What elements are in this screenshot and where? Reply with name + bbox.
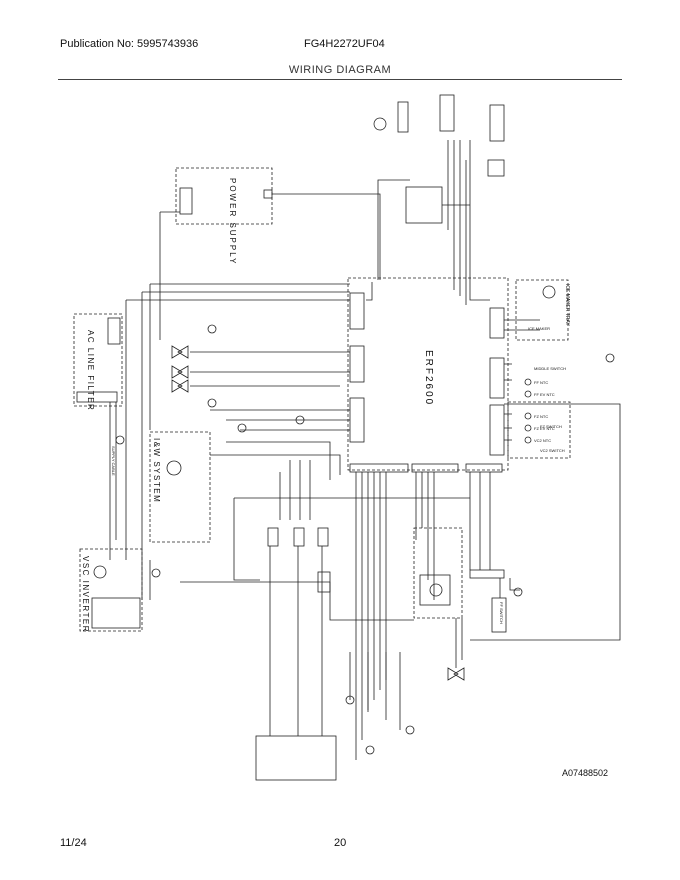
middle-switch-label: MIDDLE SWITCH	[534, 366, 566, 371]
ff-ntc-label: FF NTC	[534, 380, 548, 385]
iw-motor	[166, 460, 182, 476]
vc2-switch-label: VC2 SWITCH	[540, 448, 565, 453]
iw-system-label: I&W SYSTEM	[152, 438, 161, 503]
control-board-label: ERF2600	[423, 350, 434, 406]
page-title: WIRING DIAGRAM	[288, 64, 392, 76]
publication-date: 11/24	[60, 837, 87, 849]
publication-number: Publication No: 5995743936	[60, 38, 199, 50]
vc2-ntc-label: VC2 NTC	[534, 438, 551, 443]
supply-cable-label: SUPPLY CABLE	[111, 446, 116, 476]
figure-number: A07488502	[562, 768, 609, 778]
ice-maker-label: ICE MAKER	[528, 326, 550, 331]
ff-switch-label: FF SWITCH	[499, 602, 504, 624]
ff-ev-ntc-label: FF EV NTC	[534, 392, 555, 397]
fz-ntc-label: FZ NTC	[534, 414, 548, 419]
power-supply-box	[175, 167, 273, 225]
fz-ev-ntc-label: FZ EV NTC	[534, 426, 555, 431]
model-number: FG4H2272UF04	[304, 38, 385, 50]
ice-maker-box	[515, 279, 569, 341]
fz-switch-label: FZ SWITCH	[540, 424, 562, 429]
page-number: 20	[334, 837, 347, 849]
iw-system-box	[149, 431, 211, 543]
power-supply-label: POWER SUPPLY	[228, 178, 237, 265]
control-board-box	[347, 277, 509, 471]
power-supply-connector	[179, 187, 193, 215]
ice-maker-tray-label: ICE MAKER TRAY	[564, 284, 570, 326]
vsc-inverter-label: VSC INVERTER	[81, 556, 90, 633]
ac-line-filter-label: AC LINE FILTER	[86, 330, 95, 411]
header-divider	[58, 79, 622, 80]
